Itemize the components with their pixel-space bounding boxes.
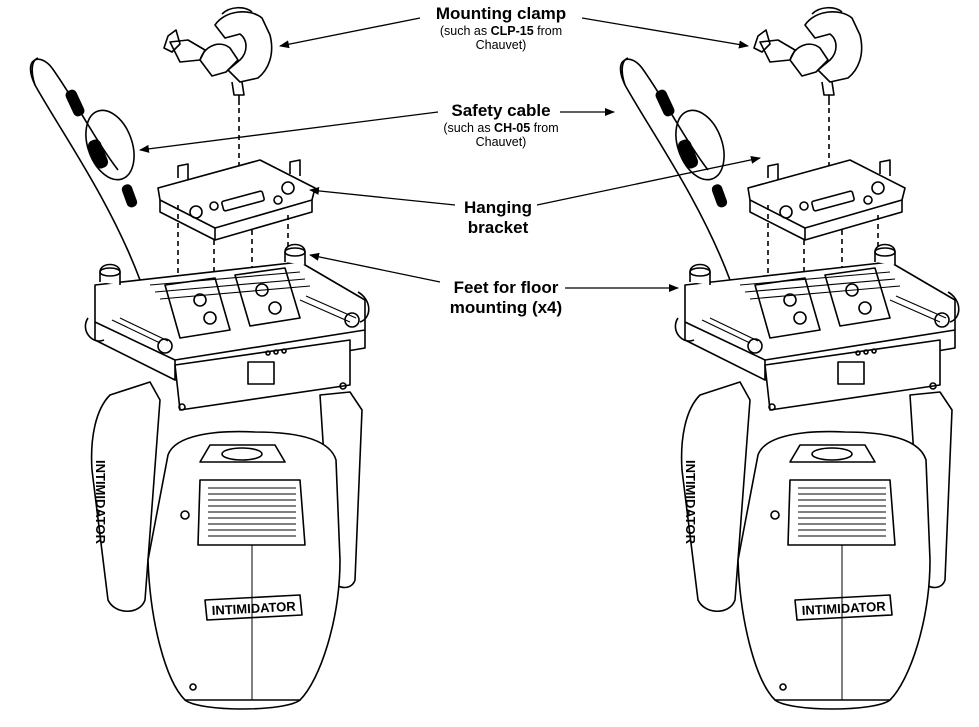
safety-cable-sub-suffix: from: [530, 120, 559, 135]
fixture-left: [29, 6, 370, 710]
arrow-clamp-right: [581, 17, 749, 49]
mounting-clamp-sub-suffix: from: [533, 23, 563, 38]
arrow-bracket-left: [309, 186, 456, 206]
mounting-clamp-sub-prefix: (such as: [439, 23, 491, 38]
mounting-clamp-subtitle-line2: Chauvet): [475, 37, 527, 52]
mounting-clamp-model: CLP-15: [490, 23, 534, 38]
arrow-bracket-right: [536, 155, 761, 206]
label-safety-cable: Safety cable (such as CH-05 from Chauvet…: [418, 101, 584, 149]
safety-cable-subtitle: (such as CH-05 from: [418, 121, 584, 135]
mounting-clamp-title: Mounting clamp: [435, 4, 567, 23]
safety-cable-subtitle-line2: Chauvet): [475, 134, 527, 149]
label-hanging-bracket: Hanging bracket: [436, 198, 560, 237]
arrow-clamp-left: [279, 17, 421, 49]
leader-arrows: [139, 17, 761, 292]
safety-cable-title: Safety cable: [451, 101, 551, 120]
arrow-feet-left: [309, 252, 441, 283]
safety-cable-sub-prefix: (such as: [443, 120, 495, 135]
mounting-clamp-subtitle: (such as CLP-15 from: [418, 24, 584, 38]
safety-cable-model: CH-05: [494, 120, 531, 135]
hanging-bracket-line1: Hanging: [464, 198, 532, 217]
feet-line2: mounting (x4): [449, 297, 563, 317]
arrow-cable-left: [139, 111, 439, 153]
label-mounting-clamp: Mounting clamp (such as CLP-15 from Chau…: [418, 4, 584, 52]
feet-line1: Feet for floor: [453, 278, 559, 297]
label-feet: Feet for floor mounting (x4): [432, 278, 580, 317]
hanging-bracket-line2: bracket: [467, 217, 529, 237]
fixture-right: [619, 6, 960, 710]
